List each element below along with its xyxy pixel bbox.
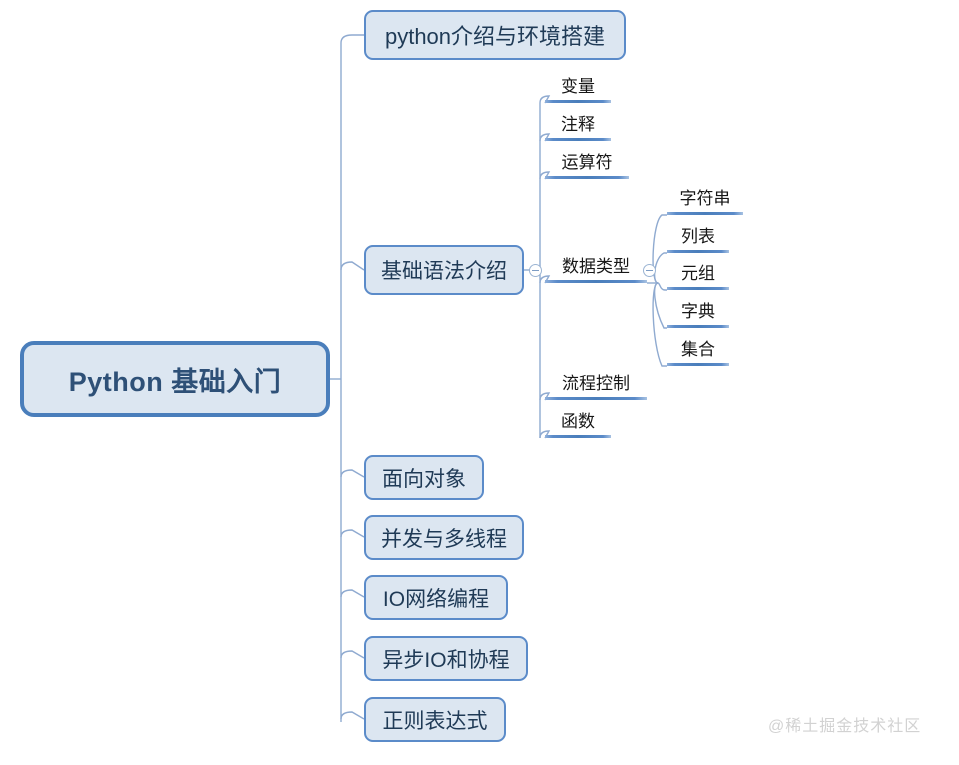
node-concurrency-label: 并发与多线程	[381, 527, 507, 551]
collapse-marker-data-types[interactable]	[643, 264, 656, 277]
node-async-io[interactable]: 异步IO和协程	[364, 636, 528, 681]
watermark: @稀土掘金技术社区	[768, 718, 922, 735]
node-function-underline	[545, 435, 611, 438]
node-data-types-underline	[545, 280, 647, 283]
node-tuple[interactable]: 元组	[667, 265, 729, 290]
collapse-marker-basic-syntax[interactable]	[529, 264, 542, 277]
node-set[interactable]: 集合	[667, 341, 729, 366]
node-operator-underline	[545, 176, 629, 179]
node-function-label: 函数	[561, 412, 595, 431]
node-variable-label: 变量	[561, 77, 595, 96]
node-variable-underline	[545, 100, 611, 103]
node-tuple-label: 元组	[681, 264, 715, 283]
node-regex-label: 正则表达式	[382, 709, 488, 733]
node-data-types[interactable]: 数据类型	[545, 258, 647, 283]
node-dict-label: 字典	[681, 302, 715, 321]
node-python-intro[interactable]: python介绍与环境搭建	[364, 10, 626, 60]
node-basic-syntax-label: 基础语法介绍	[381, 260, 507, 283]
node-dict-underline	[667, 325, 729, 328]
node-data-types-label: 数据类型	[562, 257, 630, 276]
node-flow-control[interactable]: 流程控制	[545, 375, 647, 400]
node-operator-label: 运算符	[561, 153, 613, 172]
node-variable[interactable]: 变量	[545, 78, 611, 103]
root-node[interactable]: Python 基础入门	[20, 341, 330, 417]
node-oop-label: 面向对象	[382, 467, 466, 491]
node-tuple-underline	[667, 287, 729, 290]
node-operator[interactable]: 运算符	[545, 154, 629, 179]
node-io-network[interactable]: IO网络编程	[364, 575, 508, 620]
node-io-network-label: IO网络编程	[382, 587, 490, 611]
node-flow-control-underline	[545, 397, 647, 400]
node-concurrency[interactable]: 并发与多线程	[364, 515, 524, 560]
node-python-intro-label: python介绍与环境搭建	[384, 24, 606, 49]
node-set-underline	[667, 363, 729, 366]
root-node-label: Python 基础入门	[68, 366, 282, 397]
node-list[interactable]: 列表	[667, 228, 729, 253]
node-string-label: 字符串	[679, 189, 731, 208]
node-comment[interactable]: 注释	[545, 116, 611, 141]
node-oop[interactable]: 面向对象	[364, 455, 484, 500]
node-list-underline	[667, 250, 729, 253]
node-basic-syntax[interactable]: 基础语法介绍	[364, 245, 524, 295]
node-dict[interactable]: 字典	[667, 303, 729, 328]
node-comment-label: 注释	[561, 115, 595, 134]
node-list-label: 列表	[681, 227, 715, 246]
node-async-io-label: 异步IO和协程	[382, 648, 510, 672]
node-function[interactable]: 函数	[545, 413, 611, 438]
node-set-label: 集合	[681, 340, 715, 359]
node-string-underline	[667, 212, 743, 215]
node-flow-control-label: 流程控制	[562, 374, 630, 393]
node-string[interactable]: 字符串	[667, 190, 743, 215]
node-comment-underline	[545, 138, 611, 141]
node-regex[interactable]: 正则表达式	[364, 697, 506, 742]
